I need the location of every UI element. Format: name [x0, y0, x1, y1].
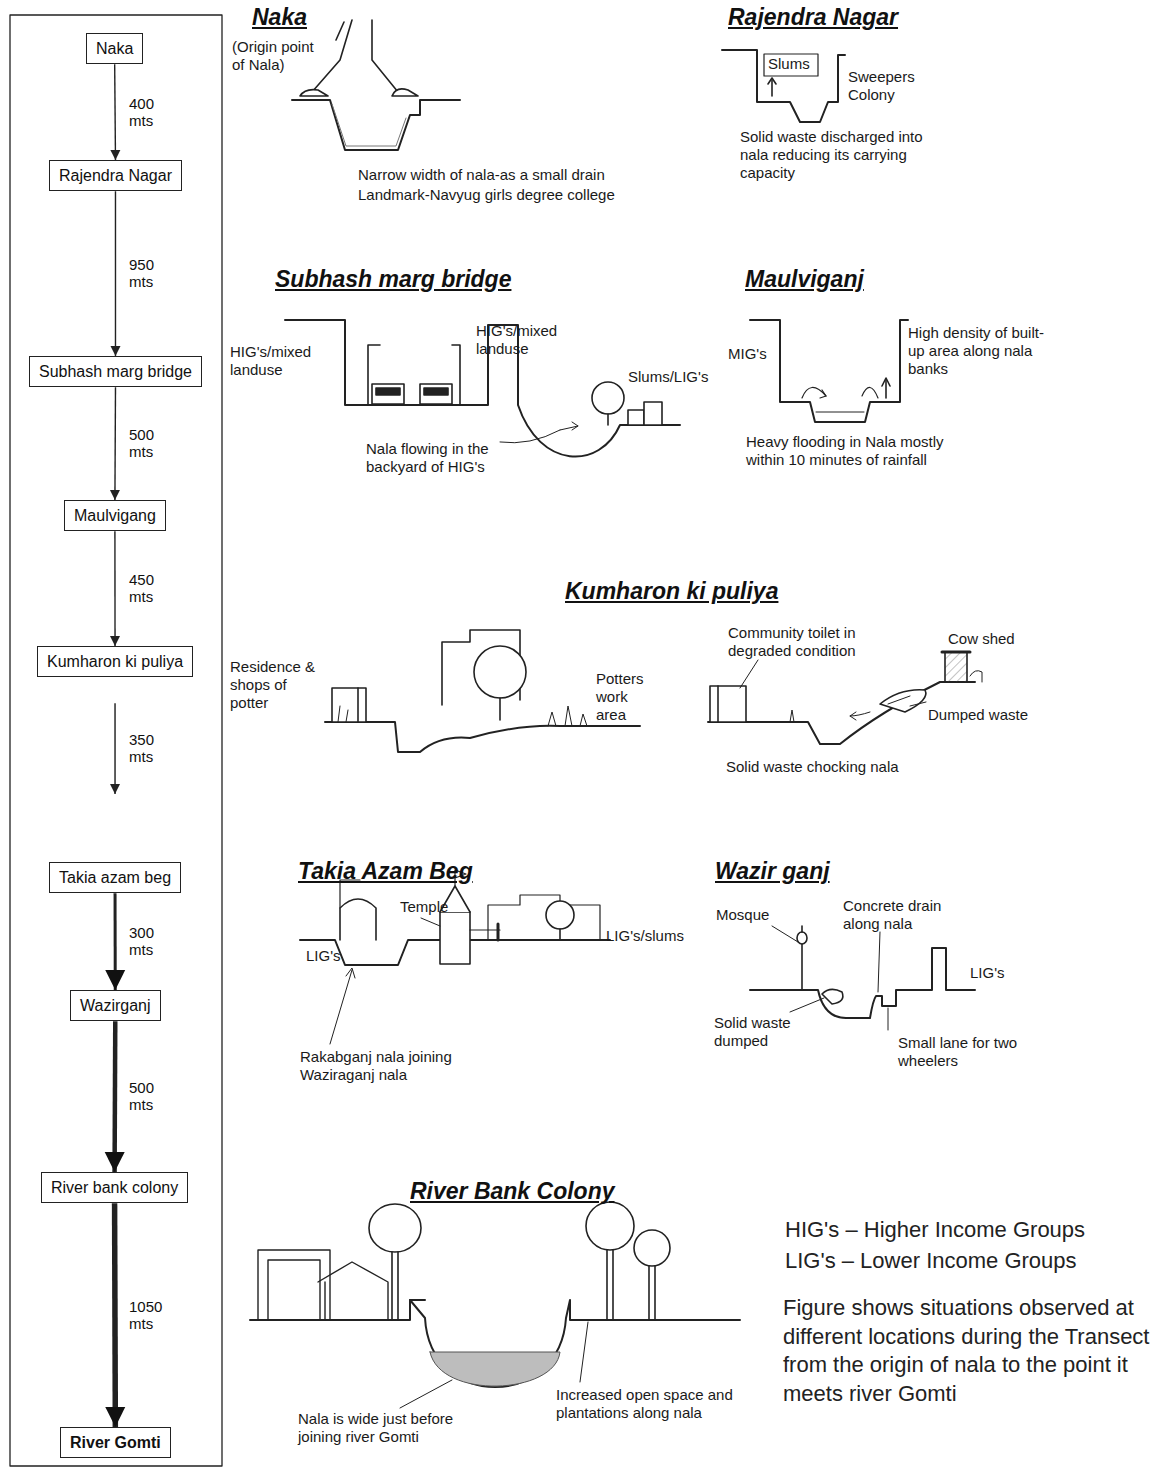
annotation: LIG's: [970, 964, 1005, 982]
naka-section: [292, 20, 460, 150]
distance-label: 450 mts: [129, 572, 154, 605]
flow-arrow: [115, 191, 116, 356]
location-title: River Bank Colony: [410, 1178, 615, 1206]
location-name: Kumharon ki puliya: [47, 653, 183, 670]
location-box: Rajendra Nagar: [49, 160, 182, 191]
flow-arrow: [114, 387, 116, 500]
location-title: Kumharon ki puliya: [565, 578, 778, 606]
flow-arrow: [114, 531, 116, 646]
annotation: Mosque: [716, 906, 769, 924]
maulviganj-section: [750, 320, 908, 422]
annotation: Heavy flooding in Nala mostly within 10 …: [746, 433, 956, 469]
annotation: Nala is wide just before joining river G…: [298, 1410, 493, 1446]
annotation: Small lane for two wheelers: [898, 1034, 1043, 1070]
flow-arrow: [112, 1021, 117, 1172]
flow-arrow: [114, 64, 116, 160]
location-box: Takia azam beg: [49, 862, 181, 893]
location-box: Subhash marg bridge: [29, 356, 202, 387]
annotation: Concrete drain along nala: [843, 897, 968, 933]
location-title: Takia Azam Beg: [298, 858, 473, 886]
location-box: River Gomti: [60, 1427, 171, 1458]
location-title: Wazir ganj: [715, 858, 830, 886]
annotation: MIG's: [728, 345, 767, 363]
location-box: Naka: [86, 33, 143, 64]
location-name: Naka: [96, 40, 133, 57]
annotation: Increased open space and plantations alo…: [556, 1386, 776, 1422]
annotation: Solid waste chocking nala: [726, 758, 961, 776]
location-name: Takia azam beg: [59, 869, 171, 886]
distance-label: 500 mts: [129, 1080, 154, 1113]
subhash-section: [285, 320, 680, 457]
river-bank-section: [250, 1202, 740, 1408]
annotation: (Origin point of Nala): [232, 38, 330, 74]
distance-label: 350 mts: [129, 732, 154, 765]
rajendra-section: [722, 50, 845, 122]
annotation: Temple: [400, 898, 448, 916]
location-box: Maulvigang: [64, 500, 166, 531]
distance-label: 400 mts: [129, 96, 154, 129]
annotation: HIG's/mixed landuse: [230, 343, 338, 379]
flow-arrow: [112, 1203, 118, 1427]
annotation: Solid waste dumped: [714, 1014, 819, 1050]
annotation: Solid waste discharged into nala reducin…: [740, 128, 935, 182]
abbreviation-note: HIG's – Higher Income Groups: [785, 1216, 1085, 1245]
location-title: Subhash marg bridge: [275, 266, 511, 294]
location-name: Wazirganj: [80, 997, 151, 1014]
annotation: Narrow width of nala-as a small drain: [358, 166, 658, 184]
annotation: High density of built-up area along nala…: [908, 324, 1058, 378]
annotation: Nala flowing in the backyard of HIG's: [366, 440, 526, 476]
takia-section: [300, 870, 610, 1044]
annotation: Potters work area: [596, 670, 658, 724]
location-name: River Gomti: [70, 1434, 161, 1451]
location-title: Naka: [252, 4, 307, 32]
annotation: Residence & shops of potter: [230, 658, 322, 712]
annotation: LIG's: [306, 947, 341, 965]
flow-arrow: [114, 893, 117, 990]
annotation: Dumped waste: [928, 706, 1028, 724]
abbreviation-note: LIG's – Lower Income Groups: [785, 1247, 1077, 1276]
annotation: Rakabganj nala joining Waziraganj nala: [300, 1048, 465, 1084]
distance-label: 500 mts: [129, 427, 154, 460]
distance-label: 300 mts: [129, 925, 154, 958]
location-name: Rajendra Nagar: [59, 167, 172, 184]
figure-caption: Figure shows situations observed at diff…: [783, 1294, 1168, 1408]
kumharon-left-section: [325, 630, 640, 752]
annotation: Slums/LIG's: [628, 368, 708, 386]
location-name: River bank colony: [51, 1179, 178, 1196]
panel-frame: [10, 15, 222, 1466]
location-title: Maulviganj: [745, 266, 864, 294]
location-name: Subhash marg bridge: [39, 363, 192, 380]
location-box: Wazirganj: [70, 990, 161, 1021]
annotation: Slums: [768, 55, 810, 73]
location-title: Rajendra Nagar: [728, 4, 898, 32]
annotation: Landmark-Navyug girls degree college: [358, 186, 658, 204]
location-box: River bank colony: [41, 1172, 188, 1203]
annotation: HIG's/mixed landuse: [476, 322, 584, 358]
flow-arrow: [114, 703, 115, 794]
annotation: Cow shed: [948, 630, 1015, 648]
distance-label: 1050 mts: [129, 1299, 162, 1332]
kumharon-right-section: [708, 652, 982, 744]
location-box: Kumharon ki puliya: [37, 646, 193, 677]
location-name: Maulvigang: [74, 507, 156, 524]
distance-label: 950 mts: [129, 257, 154, 290]
annotation: Sweepers Colony: [848, 68, 928, 104]
annotation: LIG's/slums: [606, 927, 684, 945]
annotation: Community toilet in degraded condition: [728, 624, 903, 660]
